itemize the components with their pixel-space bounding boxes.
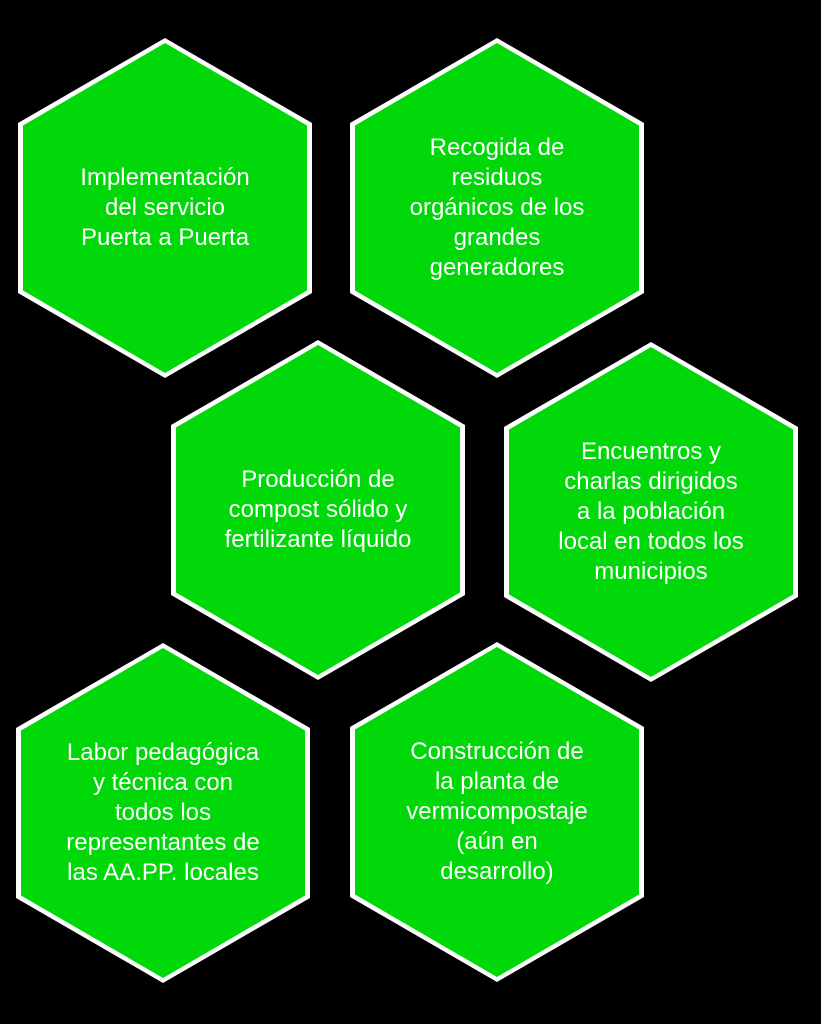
hexagon-labor-pedagogica: Labor pedagógica y técnica con todos los… (16, 643, 310, 983)
hexagon-label: Implementación del servicio Puerta a Pue… (80, 164, 250, 251)
hexagon-recogida-residuos: Recogida de residuos orgánicos de los gr… (350, 38, 644, 378)
hexagon-produccion-compost: Producción de compost sólido y fertiliza… (171, 340, 465, 680)
hexagon-label: Construcción de la planta de vermicompos… (406, 738, 588, 885)
hexagon-label: Recogida de residuos orgánicos de los gr… (409, 134, 585, 281)
hexagon-construccion-planta: Construcción de la planta de vermicompos… (350, 642, 644, 982)
hexagon-label: Labor pedagógica y técnica con todos los… (66, 739, 260, 886)
hexagon-shape (23, 43, 307, 373)
hexagon-label: Producción de compost sólido y fertiliza… (224, 466, 412, 553)
hexagon-puerta-a-puerta: Implementación del servicio Puerta a Pue… (18, 38, 312, 378)
hexagon-shape (21, 648, 305, 978)
hexagon-encuentros-charlas: Encuentros y charlas dirigidos a la pobl… (504, 342, 798, 682)
hexagon-label: Encuentros y charlas dirigidos a la pobl… (558, 438, 744, 585)
